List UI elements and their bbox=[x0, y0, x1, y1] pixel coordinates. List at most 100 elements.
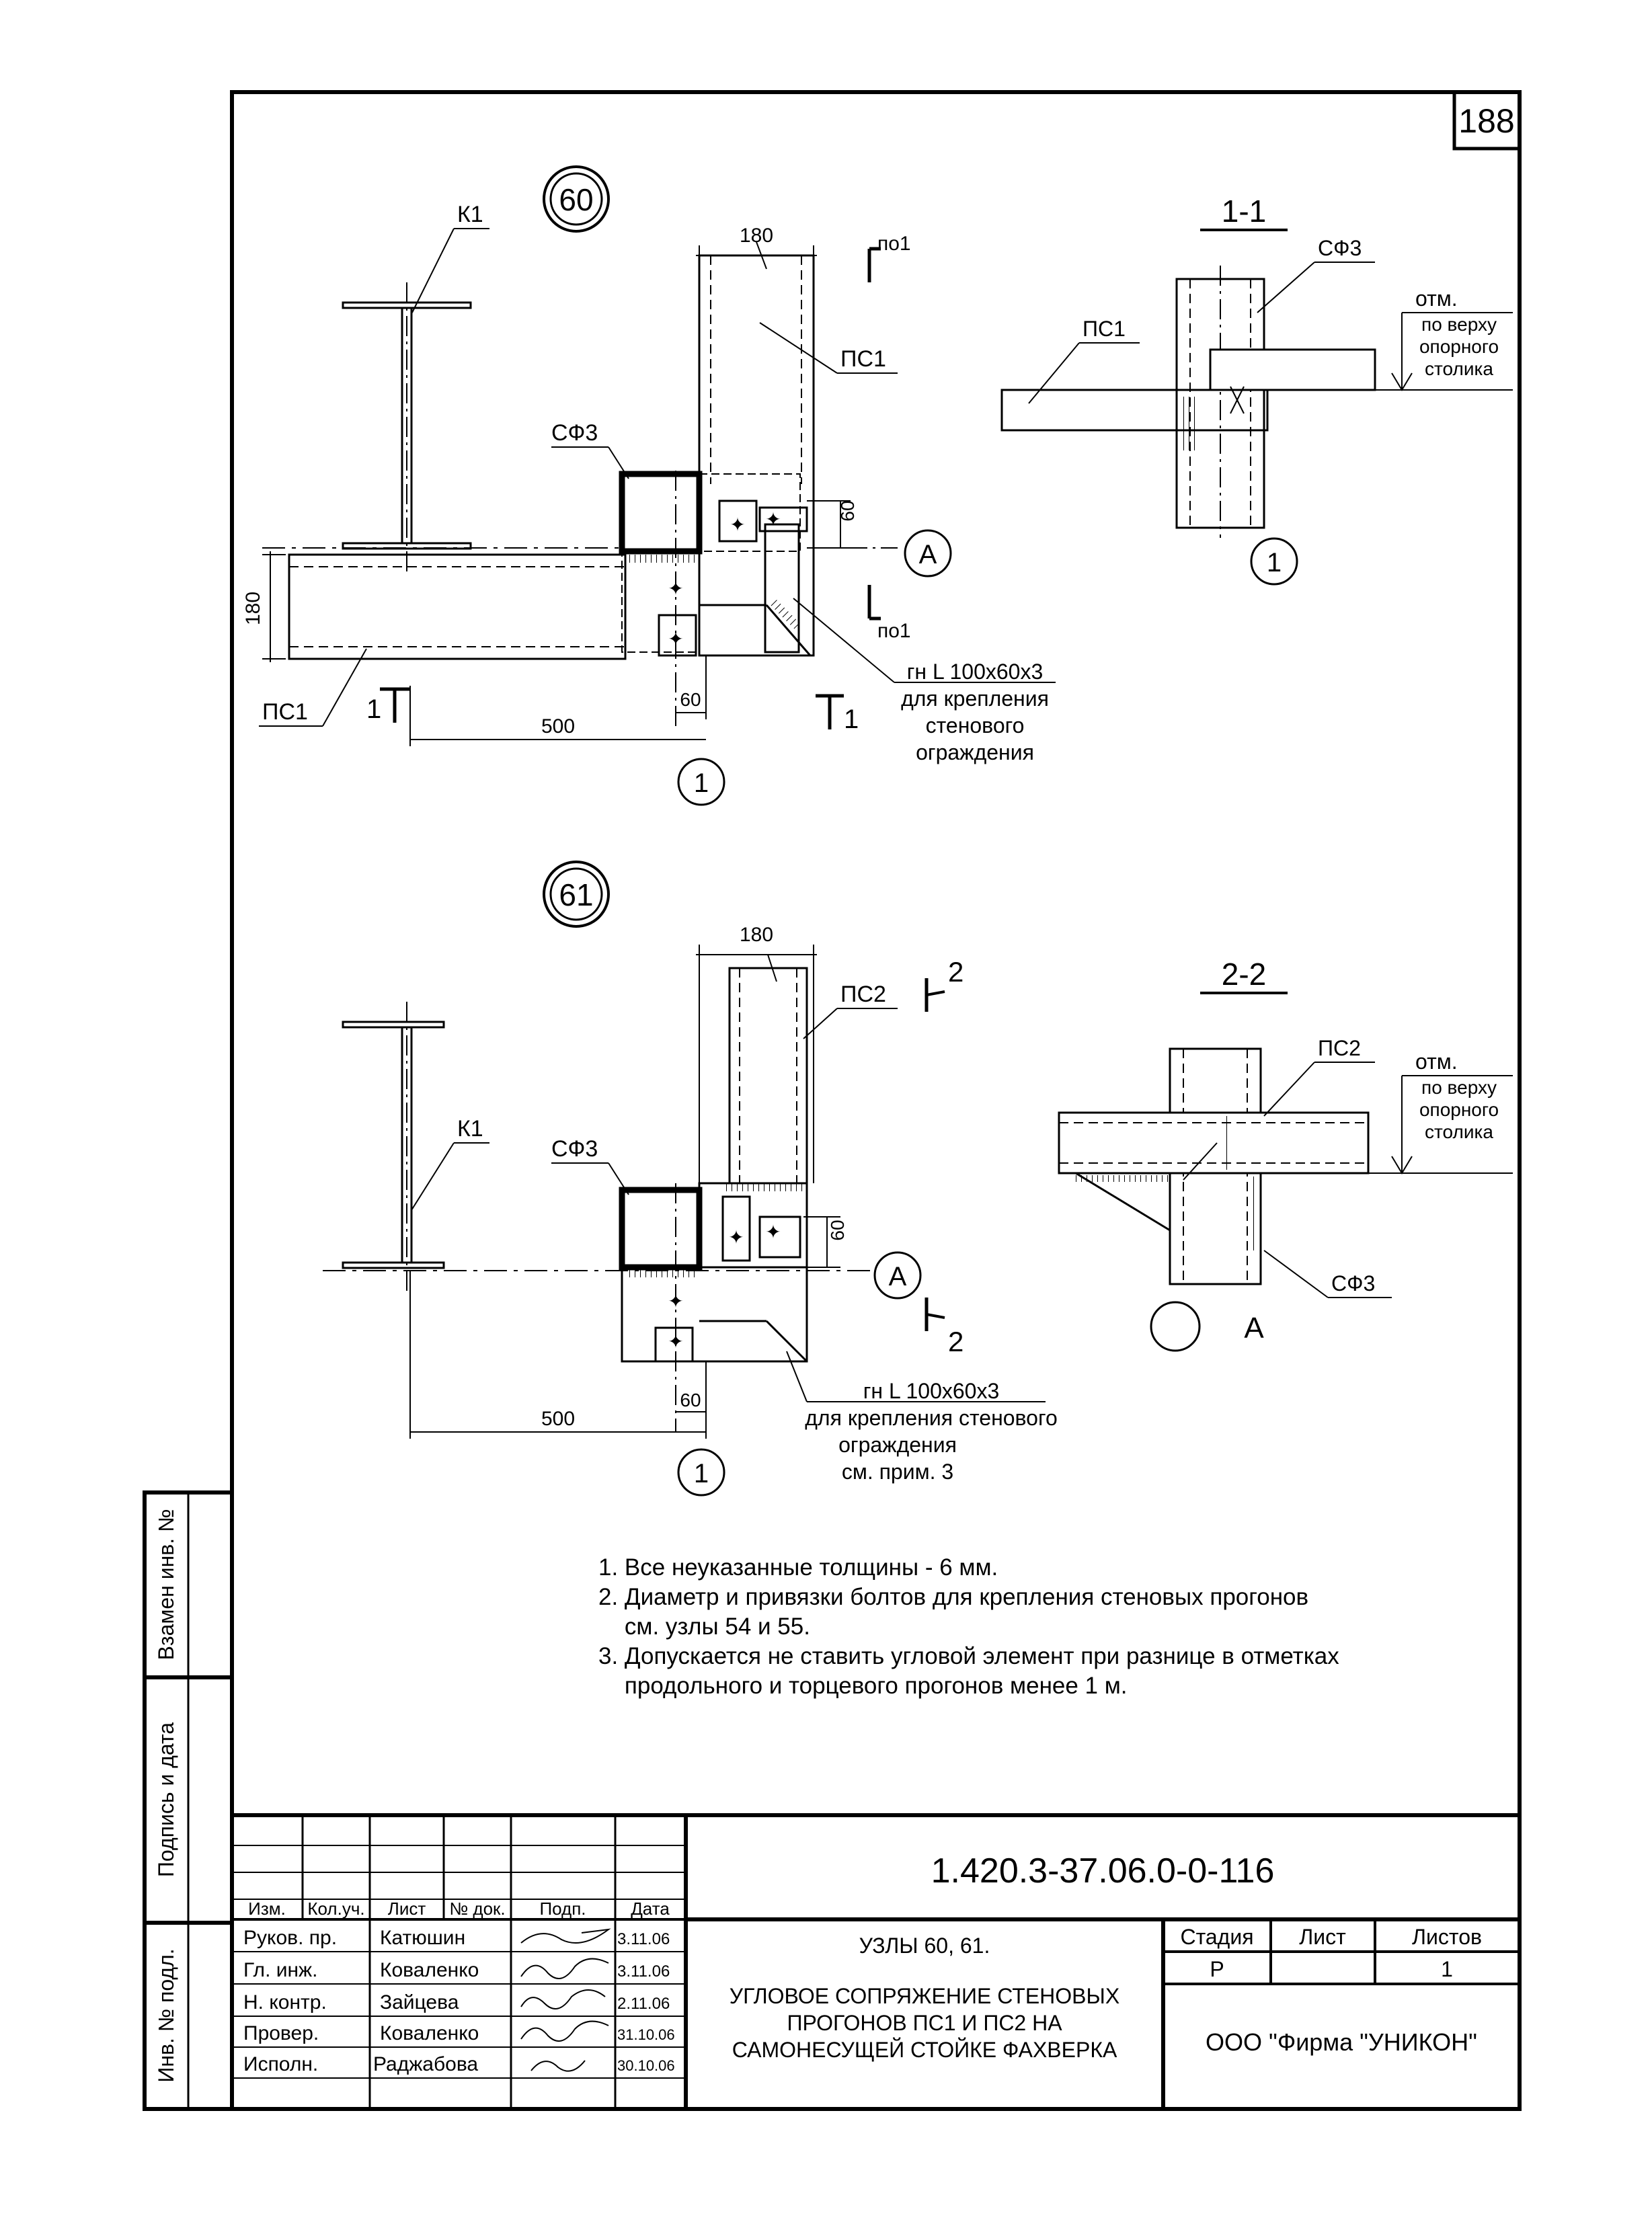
row-date-3: 2.11.06 bbox=[617, 1995, 670, 2013]
title-block: Изм. Кол.уч. Лист № док. Подп. Дата Руко… bbox=[232, 1813, 1520, 2109]
node-61: 61 К1 СФ3 bbox=[323, 861, 1058, 1497]
row-role-2: Гл. инж. bbox=[243, 1959, 317, 1981]
col-date: Дата bbox=[631, 1899, 670, 1919]
row-name-1: Катюшин bbox=[380, 1927, 465, 1949]
column-k1 bbox=[342, 282, 472, 571]
node-60: 60 К1 СФ3 bbox=[242, 165, 1056, 806]
row-role-1: Руков. пр. bbox=[243, 1927, 337, 1949]
section-mark-bottom-61: 2 bbox=[948, 1326, 963, 1357]
doc-code: 1.420.3-37.06.0-0-116 bbox=[931, 1851, 1275, 1890]
company: ООО "Фирма "УНИКОН" bbox=[1206, 2028, 1477, 2056]
dim-60-bottom: 60 bbox=[680, 689, 701, 710]
sheets-value: 1 bbox=[1441, 1957, 1453, 1981]
section-1-1-ps1: ПС1 bbox=[1083, 317, 1126, 341]
section-2-2-title: 2-2 bbox=[1222, 957, 1266, 992]
section-1-1-otm: отм. bbox=[1415, 286, 1458, 311]
label-ps1-top: ПС1 bbox=[840, 346, 886, 372]
angle-label-2: для крепления bbox=[901, 686, 1049, 711]
side-stamps: Взамен инв. № Подпись и дата Инв. № подл… bbox=[143, 1490, 234, 2111]
note-3: 3. Допускается не ставить угловой элемен… bbox=[598, 1643, 1339, 1669]
title-line-1: УГЛОВОЕ СОПРЯЖЕНИЕ СТЕНОВЫХ bbox=[730, 1984, 1119, 2008]
row-role-4: Провер. bbox=[243, 2022, 319, 2044]
note-3-cont: продольного и торцевого прогонов менее 1… bbox=[598, 1673, 1128, 1699]
subtitle: УЗЛЫ 60, 61. bbox=[859, 1934, 990, 1958]
sheets-label: Листов bbox=[1412, 1925, 1482, 1949]
section-2-2-ps2: ПС2 bbox=[1318, 1036, 1361, 1060]
col-list: Лист bbox=[388, 1899, 426, 1919]
section-1-1-note-2: опорного bbox=[1419, 336, 1499, 357]
label-ps2: ПС2 bbox=[840, 982, 886, 1007]
section-1-1-title: 1-1 bbox=[1222, 194, 1266, 229]
col-doc: № док. bbox=[449, 1899, 505, 1919]
angle-label-61-2: для крепления стенового bbox=[805, 1406, 1057, 1430]
title-line-2: ПРОГОНОВ ПС1 И ПС2 НА bbox=[787, 2011, 1062, 2035]
sheet-label: Лист bbox=[1299, 1925, 1346, 1949]
section-2-2: 2-2 ПС2 СФ3 отм. по верху опорного столи… bbox=[1058, 957, 1513, 1352]
label-ps1-bottom: ПС1 bbox=[262, 699, 308, 725]
note-2-cont: см. узлы 54 и 55. bbox=[598, 1613, 810, 1640]
angle-label-1: гн L 100х60х3 bbox=[907, 660, 1044, 684]
corner-bracket-61: ✦ ✦ ✦ ✦ bbox=[621, 1182, 808, 1363]
row-name-4: Коваленко bbox=[380, 2022, 479, 2044]
row-name-5: Раджабова bbox=[373, 2053, 478, 2075]
label-k1: К1 bbox=[457, 202, 483, 227]
row-date-4: 31.10.06 bbox=[617, 2026, 675, 2043]
label-k1-61: К1 bbox=[457, 1116, 483, 1142]
corner-bracket: ✦ ✦ ✦ ✦ bbox=[621, 473, 812, 657]
section-2-2-note-3: столика bbox=[1425, 1121, 1493, 1142]
dim-60-right-61: 60 bbox=[827, 1220, 848, 1240]
note-2: 2. Диаметр и привязки болтов для креплен… bbox=[598, 1584, 1309, 1610]
dim-500-61: 500 bbox=[541, 1408, 575, 1430]
title-line-3: САМОНЕСУЩЕЙ СТОЙКЕ ФАХВЕРКА bbox=[732, 2038, 1117, 2062]
purlin-ps2 bbox=[699, 954, 814, 1185]
angle-label-4: ограждения bbox=[916, 740, 1034, 764]
column-sf3 bbox=[619, 471, 703, 555]
section-1-1-note-3: столика bbox=[1425, 358, 1493, 379]
sheet-number-box: 188 bbox=[1452, 90, 1522, 151]
node-61-number: 61 bbox=[559, 877, 593, 912]
section-1-1-axis: 1 bbox=[1267, 548, 1282, 577]
dim-60-bottom-61: 60 bbox=[680, 1390, 701, 1410]
row-role-3: Н. контр. bbox=[243, 1991, 327, 2014]
node-60-number: 60 bbox=[559, 182, 593, 217]
section-mark-left: 1 bbox=[366, 694, 381, 724]
stamp-inv-orig: Инв. № подл. bbox=[154, 1948, 178, 2082]
label-sf3-61: СФ3 bbox=[551, 1136, 598, 1162]
sheet-number: 188 bbox=[1458, 102, 1514, 140]
axis-1: 1 bbox=[694, 768, 709, 798]
row-date-1: 3.11.06 bbox=[617, 1930, 670, 1948]
angle-label-3: стенового bbox=[926, 713, 1025, 738]
section-2-2-sf3: СФ3 bbox=[1331, 1271, 1375, 1296]
svg-text:✦: ✦ bbox=[765, 509, 781, 530]
general-notes: 1. Все неуказанные толщины - 6 мм. 2. Ди… bbox=[598, 1553, 1506, 1701]
column-sf3-61 bbox=[619, 1187, 703, 1271]
section-1-1-note-1: по верху bbox=[1421, 314, 1497, 335]
angle-label-61-1: гн L 100х60х3 bbox=[863, 1379, 1000, 1403]
row-name-2: Коваленко bbox=[380, 1959, 479, 1981]
svg-text:✦: ✦ bbox=[668, 1331, 683, 1352]
dim-180-top: 180 bbox=[740, 225, 773, 247]
axis-1-61: 1 bbox=[694, 1459, 709, 1488]
section-mark-top-61: 2 bbox=[948, 956, 963, 988]
row-role-5: Исполн. bbox=[243, 2053, 318, 2075]
section-2-2-note-2: опорного bbox=[1419, 1099, 1499, 1120]
section-2-2-axis: А bbox=[1244, 1312, 1264, 1345]
angle-label-61-4: см. прим. 3 bbox=[842, 1460, 953, 1484]
note-1: 1. Все неуказанные толщины - 6 мм. bbox=[598, 1554, 998, 1581]
column-k1 bbox=[342, 1002, 445, 1291]
section-1-1-sf3: СФ3 bbox=[1318, 236, 1362, 260]
angle-label-61-3: ограждения bbox=[838, 1433, 957, 1457]
col-izm: Изм. bbox=[248, 1899, 286, 1919]
row-date-5: 30.10.06 bbox=[617, 2057, 675, 2074]
purlin-ps1-horizontal bbox=[262, 547, 699, 660]
stamp-replace-inv: Взамен инв. № bbox=[154, 1509, 178, 1661]
dim-500: 500 bbox=[541, 715, 575, 738]
svg-text:✦: ✦ bbox=[765, 1222, 781, 1242]
row-name-3: Зайцева bbox=[380, 1991, 459, 2014]
svg-text:✦: ✦ bbox=[728, 1227, 744, 1248]
stage-value: Р bbox=[1210, 1957, 1224, 1981]
svg-text:✦: ✦ bbox=[730, 514, 745, 535]
sheet-frame bbox=[230, 90, 1522, 2111]
purlin-ps1-vertical bbox=[698, 241, 815, 657]
section-1-1: 1-1 СФ3 ПС1 отм. по верху опорного столи… bbox=[1000, 194, 1513, 586]
